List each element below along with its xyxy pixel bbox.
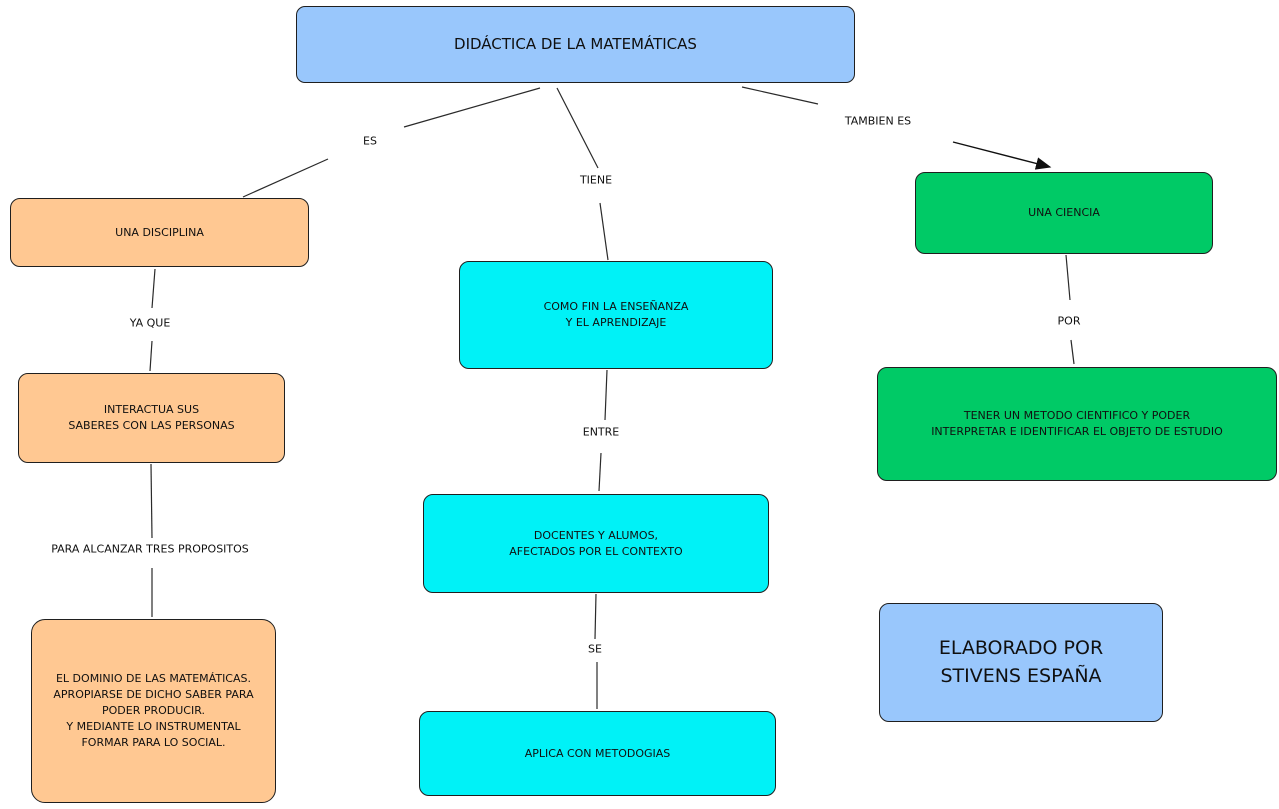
node-interactua-saberes[interactable]: INTERACTUA SUS SABERES CON LAS PERSONAS — [18, 373, 285, 463]
node-elaborado-por[interactable]: ELABORADO POR STIVENS ESPAÑA — [879, 603, 1163, 722]
node-docentes-alumos[interactable]: DOCENTES Y ALUMOS, AFECTADOS POR EL CONT… — [423, 494, 769, 593]
connector-line-entre-upper — [604, 369, 608, 421]
link-label-tambien-es[interactable]: TAMBIEN ES — [844, 114, 912, 128]
connector-line-tiene-upper — [556, 87, 599, 169]
connector-line-yaque-upper — [151, 268, 156, 309]
connector-line-se-upper — [594, 593, 597, 640]
connector-line-para-upper — [150, 463, 153, 539]
connector-line-por-upper — [1065, 254, 1071, 301]
node-una-disciplina[interactable]: UNA DISCIPLINA — [10, 198, 309, 267]
connector-line-es-upper — [403, 87, 541, 128]
link-label-por[interactable]: POR — [1057, 314, 1081, 328]
connector-line-yaque-lower — [149, 340, 153, 372]
link-label-para-alcanzar[interactable]: PARA ALCANZAR TRES PROPOSITOS — [51, 542, 249, 556]
link-label-ya-que[interactable]: YA QUE — [129, 316, 171, 330]
link-label-entre[interactable]: ENTRE — [582, 425, 620, 439]
node-aplica-metodogias[interactable]: APLICA CON METODOGIAS — [419, 711, 776, 796]
node-una-ciencia[interactable]: UNA CIENCIA — [915, 172, 1213, 254]
node-tener-metodo-cientifico[interactable]: TENER UN METODO CIENTIFICO Y PODER INTER… — [877, 367, 1277, 481]
link-label-se[interactable]: SE — [588, 642, 602, 656]
link-label-tiene[interactable]: TIENE — [579, 173, 613, 187]
connector-line-es-lower — [242, 158, 329, 198]
node-como-fin-ensenanza[interactable]: COMO FIN LA ENSEÑANZA Y EL APRENDIZAJE — [459, 261, 773, 369]
node-didactica-de-la-matematicas[interactable]: DIDÁCTICA DE LA MATEMÁTICAS — [296, 6, 855, 83]
link-label-es[interactable]: ES — [363, 134, 377, 148]
connector-line-entre-lower — [598, 452, 602, 492]
connector-line-tambien-upper — [741, 86, 819, 105]
connector-line-por-lower — [1070, 339, 1075, 365]
node-dominio-matematicas[interactable]: EL DOMINIO DE LAS MATEMÁTICAS. APROPIARS… — [31, 619, 276, 803]
connector-arrow-tambien — [952, 141, 1052, 170]
connector-line-tiene-lower — [599, 202, 609, 261]
